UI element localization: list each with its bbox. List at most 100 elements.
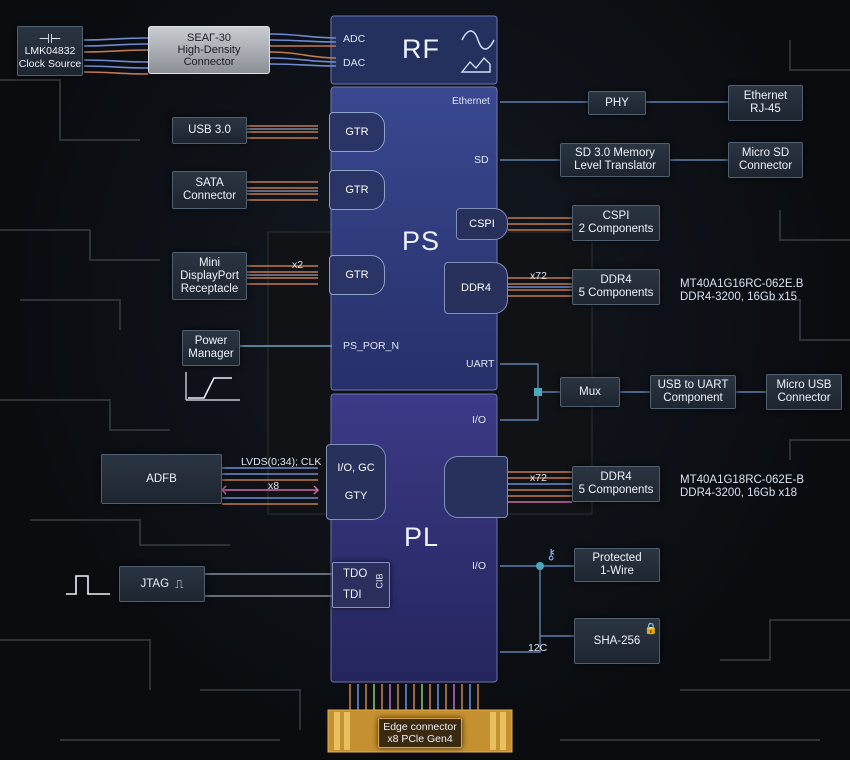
ddr4-ps-lanes-label: x72: [530, 270, 547, 282]
pl-io-gc-label: I/O, GC: [337, 462, 375, 474]
rf-wires-copper: [269, 45, 337, 59]
microsd-label-1: Micro SD: [741, 147, 790, 159]
ddr4-ps-part: MT40A1G16RC-062E.B: [680, 278, 804, 290]
ramp-axes: [185, 372, 240, 401]
gtr-wires-light: [247, 128, 318, 276]
pl-gty-label: GTY: [344, 490, 368, 502]
rj45-label-2: RJ-45: [750, 103, 781, 115]
jtag-wires: [205, 573, 332, 597]
adfb-box: ADFB: [101, 454, 222, 504]
adfb-lanes-label: x8: [268, 480, 280, 492]
microusb-label-1: Micro USB: [776, 379, 832, 391]
clock-label: Clock Source: [18, 57, 82, 70]
cspi-wires: [508, 217, 572, 231]
ddr4-pl-part: MT40A1G18RC-062E-B: [680, 474, 804, 486]
sd-translator-box: SD 3.0 Memory Level Translator: [560, 143, 670, 177]
pl-tdo-label: TDO: [343, 568, 368, 580]
microsd-label-2: Connector: [738, 160, 793, 172]
edge-fingers: [334, 712, 506, 750]
gtr-usb: GTR: [329, 112, 385, 152]
ddr4-ps-wires: [508, 277, 572, 297]
ps-cspi-label: CSPI: [469, 218, 495, 230]
clock-icon: ⊣⊢: [38, 30, 62, 46]
mux-junction: [534, 388, 542, 396]
ps-uart-label: UART: [466, 358, 495, 370]
ddr4-ps-note: MT40A1G16RC-062E.B DDR4-3200, 16Gb x15: [680, 278, 803, 304]
clock-name: LMK04832: [24, 44, 76, 57]
sha256-box: SHA-256: [574, 618, 660, 664]
gtr-dp: GTR: [329, 255, 385, 295]
power-label-2: Manager: [188, 348, 234, 360]
edge-label-1: Edge connector: [383, 721, 457, 733]
adfb-wires: [222, 467, 318, 499]
rf-adc-label: ADC: [343, 33, 366, 45]
rj45-box: Ethernet RJ-45: [728, 85, 803, 121]
gtr-sata-label: GTR: [345, 184, 369, 196]
lock-icon: 🔒: [644, 623, 658, 635]
sha256-label: SHA-256: [593, 634, 641, 647]
ddr4-ps-spec: DDR4-3200, 16Gb x15: [680, 291, 797, 303]
ddr4-pl-note: MT40A1G18RC-062E-B DDR4-3200, 16Gb x18: [680, 474, 804, 500]
adfb-arrows: [220, 485, 320, 495]
onewire-box: Protected 1-Wire: [574, 548, 660, 582]
clock-source-box: ⊣⊢ LMK04832 Clock Source: [17, 26, 83, 76]
connector-name: SEAΓ-30: [187, 32, 231, 44]
high-density-connector: SEAΓ-30 High-Density Connector: [148, 26, 270, 74]
ddr4-pl-wires: [508, 471, 572, 497]
rf-wires: [269, 33, 337, 67]
cspi-label-1: CSPI: [602, 210, 630, 222]
pl-tdi-label: TDI: [343, 589, 362, 601]
power-manager-box: Power Manager: [182, 330, 240, 366]
connector-line2: High-Density: [177, 44, 241, 56]
sd-translator-label-1: SD 3.0 Memory: [575, 147, 655, 159]
clock-wires: [83, 37, 149, 69]
pulse-waveform: [66, 575, 110, 595]
ps-ethernet-label: Ethernet: [452, 96, 490, 107]
jtag-label: JTAG: [140, 577, 170, 590]
ddr4-pl-label-2: 5 Components: [578, 484, 654, 496]
ps-cspi-port: CSPI: [456, 208, 508, 240]
pl-ddr4-port: [444, 456, 508, 518]
gtr-usb-label: GTR: [345, 126, 369, 138]
rf-block: [330, 15, 498, 85]
ps-sd-label: SD: [474, 154, 489, 166]
sd-translator-label-2: Level Translator: [574, 160, 656, 172]
usb3-label: USB 3.0: [188, 124, 231, 136]
sata-label: SATA: [195, 177, 224, 189]
dac-wave-icon: [460, 56, 491, 73]
i2c-label: 12C: [528, 642, 548, 654]
usb3-box: USB 3.0: [172, 117, 247, 144]
ddr4-pl-label-1: DDR4: [600, 471, 632, 483]
onewire-label-1: Protected: [592, 552, 642, 564]
usb-uart-label-1: USB to UART: [657, 379, 729, 391]
cspi-box: CSPI 2 Components: [572, 205, 660, 241]
gtr-wires: [247, 125, 318, 285]
pcb-traces: [0, 40, 850, 741]
sata-label-2: Connector: [182, 190, 237, 202]
dp-label-1: Mini: [198, 256, 221, 269]
pl-title: PL: [404, 522, 440, 552]
clock-wires-copper: [83, 49, 149, 75]
edge-connector-label: Edge connector x8 PCle Gen4: [378, 718, 462, 748]
pl-io-bottom-label: I/O: [472, 560, 487, 572]
microsd-box: Micro SD Connector: [728, 142, 803, 178]
onewire-label-2: 1-Wire: [600, 565, 634, 577]
ramp-waveform: [188, 377, 232, 399]
security-wires: [500, 565, 574, 653]
pl-gty-port: I/O, GC GTY: [326, 444, 386, 520]
dp-lanes-label: x2: [292, 259, 304, 271]
ps-ddr4-port: DDR4: [444, 262, 508, 314]
microusb-label-2: Connector: [777, 392, 831, 404]
ps-title: PS: [402, 226, 441, 256]
phy-box: PHY: [588, 91, 646, 115]
ddr4-ps-box: DDR4 5 Components: [572, 269, 660, 305]
ps-ddr4-label: DDR4: [461, 282, 491, 294]
rj45-label-1: Ethernet: [743, 90, 788, 102]
edge-label-2: x8 PCle Gen4: [387, 733, 453, 745]
ddr4-ps-label-1: DDR4: [600, 274, 632, 286]
pl-io-top-label: I/O: [472, 414, 487, 426]
displayport-box: Mini DisplayPort Receptacle: [172, 252, 247, 300]
ddr4-pl-lanes-label: x72: [530, 472, 547, 484]
lvds-label: LVDS(0;34); CLK: [241, 456, 322, 468]
usb-uart-label-2: Component: [663, 392, 723, 404]
